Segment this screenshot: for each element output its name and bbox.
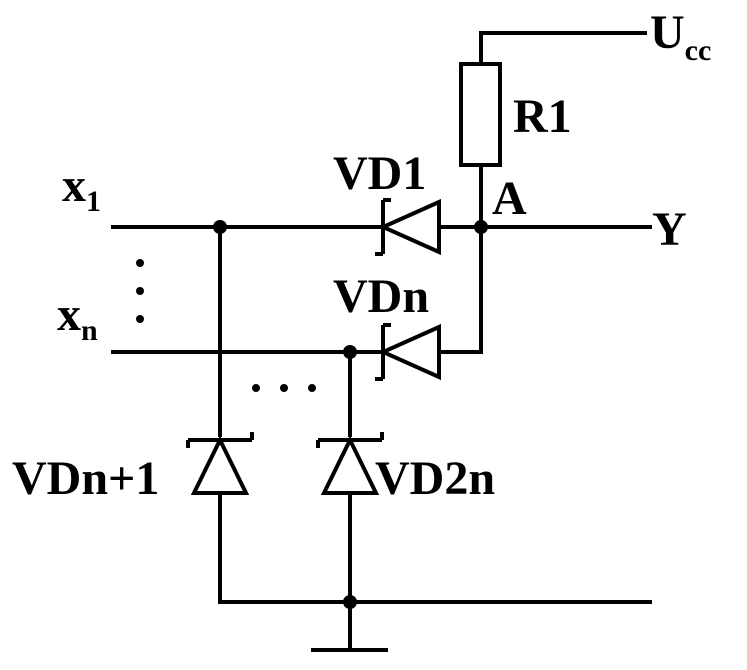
junction-dot	[343, 345, 357, 359]
diode-vdn1-label: VDn+1	[12, 452, 159, 505]
output-y-label: Y	[652, 203, 687, 256]
wire-supply	[479, 31, 647, 66]
supply-label: Ucc	[650, 6, 711, 67]
junction-dot	[343, 595, 357, 609]
diode-vd1-label: VD1	[333, 147, 426, 200]
input-xn-label: xn	[57, 288, 98, 347]
wire-vdn-to-a	[438, 225, 483, 354]
resistor-label: R1	[513, 90, 572, 143]
diode-vd1	[375, 198, 441, 256]
diode-vdn1	[186, 432, 254, 500]
input-x1-label: x1	[62, 159, 101, 218]
junction-dot-a	[474, 220, 488, 234]
resistor-r1	[459, 62, 502, 167]
diode-vd2n-label: VD2n	[375, 452, 495, 505]
horizontal-ellipsis	[252, 384, 316, 392]
diode-vd2n	[316, 432, 384, 500]
diode-vdn-label: VDn	[333, 270, 429, 323]
diode-vdn	[375, 323, 441, 381]
vertical-ellipsis	[136, 259, 144, 323]
node-a-label: A	[492, 172, 527, 225]
junction-dot	[213, 220, 227, 234]
